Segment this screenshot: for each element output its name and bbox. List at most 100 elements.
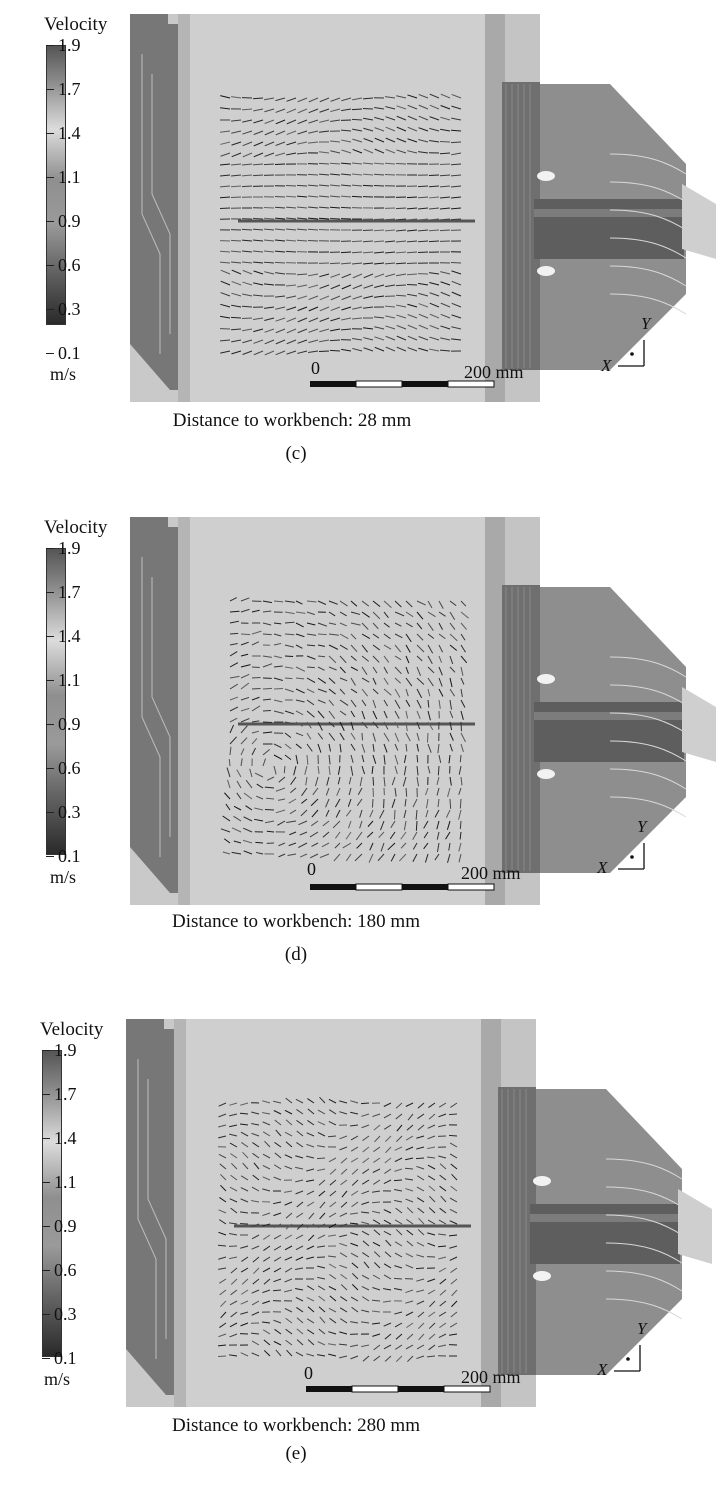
velocity-vector bbox=[231, 329, 241, 330]
velocity-vector bbox=[330, 340, 340, 341]
panel-sublabel: (c) bbox=[0, 443, 654, 465]
velocity-vector bbox=[253, 175, 263, 176]
velocity-vector bbox=[266, 798, 274, 799]
velocity-vector bbox=[394, 1278, 402, 1279]
scale-bar bbox=[310, 884, 494, 890]
exhaust-pipe bbox=[534, 199, 684, 259]
simulation-scene bbox=[130, 517, 716, 905]
velocity-vector bbox=[407, 197, 417, 198]
scale-bar-end: 200 mm bbox=[461, 863, 521, 884]
axis-x-label: X bbox=[597, 858, 607, 878]
colorbar-tick: 1.1 bbox=[58, 671, 81, 689]
velocity-vector bbox=[394, 810, 395, 820]
velocity-vector bbox=[242, 186, 252, 187]
colorbar-tick: 0.1 bbox=[54, 1349, 77, 1367]
scale-bar-start: 0 bbox=[311, 358, 320, 379]
velocity-vector bbox=[451, 262, 461, 263]
colorbar-tick: 1.4 bbox=[54, 1129, 77, 1147]
velocity-vector bbox=[396, 163, 406, 164]
scale-bar-start: 0 bbox=[307, 859, 316, 880]
axis-z-dot bbox=[630, 352, 634, 356]
velocity-vector bbox=[418, 252, 428, 253]
velocity-vector bbox=[396, 263, 406, 264]
velocity-vector bbox=[352, 241, 362, 242]
colorbar-tick: 0.6 bbox=[58, 256, 81, 274]
velocity-vector bbox=[451, 219, 461, 220]
scale-bar-segment bbox=[398, 1386, 444, 1392]
colorbar-tick: 1.1 bbox=[58, 168, 81, 186]
velocity-vector bbox=[297, 240, 307, 241]
left-inlet-wall bbox=[130, 517, 178, 893]
velocity-vector bbox=[330, 263, 340, 264]
scene-background bbox=[130, 517, 716, 905]
legend-title: Velocity bbox=[44, 14, 107, 36]
velocity-vector bbox=[241, 634, 250, 635]
velocity-vector bbox=[253, 218, 263, 219]
legend-title: Velocity bbox=[40, 1019, 103, 1041]
colorbar-tick: 1.9 bbox=[58, 36, 81, 54]
pipe-highlight bbox=[530, 1214, 680, 1222]
simulation-scene bbox=[126, 1019, 712, 1407]
velocity-vector bbox=[319, 163, 329, 164]
velocity-vector bbox=[407, 284, 417, 285]
velocity-vector bbox=[396, 208, 406, 209]
panel-caption: Distance to workbench: 280 mm bbox=[0, 1415, 654, 1437]
velocity-vector bbox=[317, 1158, 325, 1159]
colorbar-tick: 1.9 bbox=[58, 539, 81, 557]
velocity-vector bbox=[429, 175, 439, 176]
panel-caption: Distance to workbench: 28 mm bbox=[0, 410, 650, 432]
simulation-scene bbox=[130, 14, 716, 402]
scale-bar-end: 200 mm bbox=[461, 1367, 521, 1388]
axis-x-label: X bbox=[601, 356, 611, 376]
velocity-vector bbox=[218, 1356, 226, 1357]
colorbar-tick: 1.4 bbox=[58, 124, 81, 142]
colorbar-tick: 0.9 bbox=[58, 715, 81, 733]
velocity-vector bbox=[352, 196, 362, 197]
colorbar-tick: 0.9 bbox=[58, 212, 81, 230]
scale-bar-segment bbox=[306, 1386, 352, 1392]
scale-bar-segment bbox=[356, 381, 402, 387]
velocity-vector bbox=[451, 142, 461, 143]
velocity-vector bbox=[451, 130, 461, 131]
velocity-vector bbox=[363, 185, 373, 186]
velocity-vector bbox=[417, 755, 418, 762]
panel-caption: Distance to workbench: 180 mm bbox=[0, 911, 654, 933]
exhaust-pipe bbox=[534, 702, 684, 762]
velocity-vector bbox=[286, 251, 296, 252]
velocity-vector bbox=[460, 821, 461, 829]
velocity-vector bbox=[385, 219, 395, 220]
exhaust-pipe bbox=[530, 1204, 680, 1264]
colorbar-tick: 0.1 bbox=[58, 847, 81, 865]
scale-bar-segment bbox=[402, 884, 448, 890]
colorbar-tick: 0.1 bbox=[58, 344, 81, 362]
velocity-vector bbox=[255, 842, 263, 843]
velocity-vector bbox=[252, 667, 260, 668]
velocity-vector bbox=[240, 1113, 248, 1114]
velocity-vector bbox=[220, 208, 230, 209]
scale-bar-segment bbox=[448, 884, 494, 890]
velocity-vector bbox=[231, 240, 241, 241]
velocity-vector bbox=[438, 766, 439, 775]
scale-bar-end: 200 mm bbox=[464, 362, 524, 383]
velocity-vector bbox=[252, 677, 261, 678]
scene-background bbox=[126, 1019, 712, 1407]
velocity-vector bbox=[285, 678, 292, 679]
velocity-vector bbox=[252, 688, 261, 689]
velocity-vector bbox=[460, 799, 461, 808]
velocity-vector bbox=[274, 688, 283, 689]
velocity-vector bbox=[308, 174, 318, 175]
pipe-highlight bbox=[534, 712, 684, 720]
velocity-vector bbox=[440, 230, 450, 231]
colorbar-tick: 1.4 bbox=[58, 627, 81, 645]
velocity-vector bbox=[341, 252, 351, 253]
colorbar-tick: 1.7 bbox=[54, 1085, 77, 1103]
velocity-vector bbox=[231, 197, 241, 198]
vent-opening bbox=[533, 1176, 551, 1186]
left-inlet-wall bbox=[130, 14, 178, 390]
colorbar-tick: 1.7 bbox=[58, 583, 81, 601]
left-wall-edge bbox=[174, 1019, 186, 1407]
figure-panel-c: Velocity 1.9 1.7 1.4 1.1 0.9 0.6 0.3 0.1… bbox=[0, 0, 716, 490]
legend-title: Velocity bbox=[44, 517, 107, 539]
velocity-vector bbox=[319, 229, 329, 230]
velocity-vector bbox=[363, 230, 373, 231]
